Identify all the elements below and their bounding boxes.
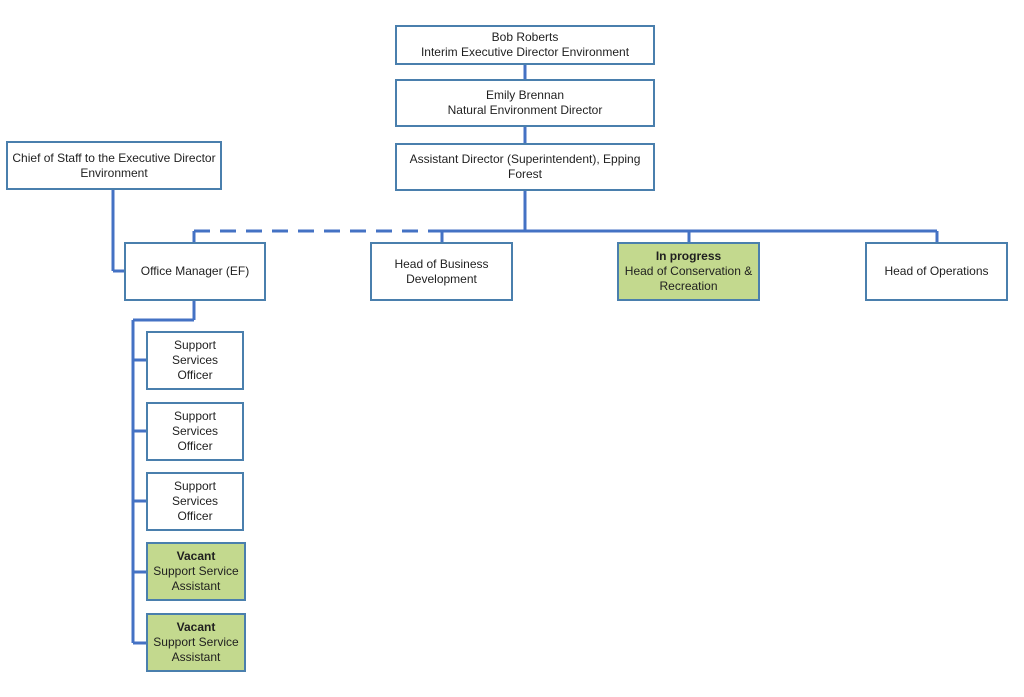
node-title-line2: Assistant <box>171 650 221 664</box>
node-title-line2: Officer <box>177 368 213 382</box>
node-title-line2: Development <box>406 271 477 286</box>
node-support-services-officer: Support Services Officer <box>146 472 244 531</box>
node-head-of-business-development: Head of Business Development <box>370 242 513 301</box>
node-title: Interim Executive Director Environment <box>420 45 630 59</box>
node-title-line1: Support Service <box>153 635 239 649</box>
node-title-line1: Chief of Staff to the Executive Director <box>12 150 216 165</box>
node-title: Natural Environment Director <box>447 103 603 117</box>
node-title-line2: Recreation <box>659 279 718 293</box>
node-title: Office Manager (EF) <box>140 264 250 278</box>
node-office-manager: Office Manager (EF) <box>124 242 266 301</box>
node-title-line1: Support Services <box>171 479 218 508</box>
node-emily-brennan: Emily Brennan Natural Environment Direct… <box>395 79 655 127</box>
node-name: Emily Brennan <box>485 88 565 102</box>
node-title-line1: Support Services <box>171 338 218 367</box>
node-support-services-officer: Support Services Officer <box>146 402 244 461</box>
node-head-of-operations: Head of Operations <box>865 242 1008 301</box>
node-assistant-director: Assistant Director (Superintendent), Epp… <box>395 143 655 191</box>
node-title-line1: Head of Conservation & <box>624 264 753 278</box>
node-title: Head of Operations <box>884 264 989 278</box>
node-head-of-conservation: In progress Head of Conservation & Recre… <box>617 242 760 301</box>
node-title-line2: Assistant <box>171 579 221 593</box>
node-support-services-officer: Support Services Officer <box>146 331 244 390</box>
node-title-line2: Environment <box>80 165 148 180</box>
node-title-line1: Support Services <box>171 409 218 438</box>
node-status: In progress <box>655 249 722 263</box>
node-chief-of-staff: Chief of Staff to the Executive Director… <box>6 141 222 190</box>
node-support-service-assistant-vacant: Vacant Support Service Assistant <box>146 613 246 672</box>
node-title-line2: Officer <box>177 439 213 453</box>
node-status: Vacant <box>176 549 216 563</box>
node-status: Vacant <box>176 620 216 634</box>
node-support-service-assistant-vacant: Vacant Support Service Assistant <box>146 542 246 601</box>
node-title: Assistant Director (Superintendent), Epp… <box>409 152 641 181</box>
node-title-line1: Support Service <box>153 564 239 578</box>
node-title-line1: Head of Business <box>394 256 489 271</box>
node-name: Bob Roberts <box>491 30 559 44</box>
node-bob-roberts: Bob Roberts Interim Executive Director E… <box>395 25 655 65</box>
node-title-line2: Officer <box>177 509 213 523</box>
